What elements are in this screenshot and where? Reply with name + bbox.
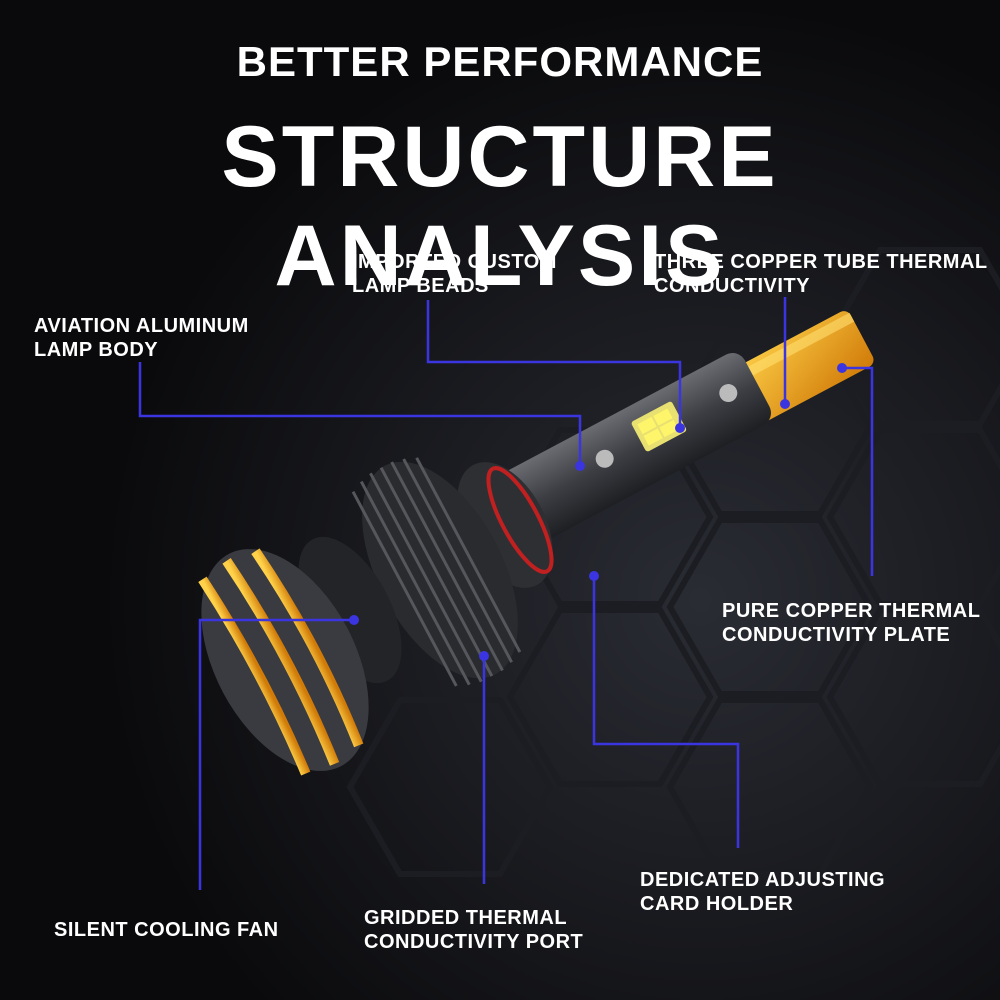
label-imported-lamp-beads: IMPORTED CUSTOM LAMP BEADS xyxy=(352,251,557,297)
subtitle: BETTER PERFORMANCE xyxy=(236,38,764,85)
label-three-copper-tube: THREE COPPER TUBE THERMAL CONDUCTIVITY xyxy=(654,251,988,297)
page-title: STRUCTURE ANALYSIS xyxy=(221,109,779,304)
label-pure-copper-plate: PURE COPPER THERMAL CONDUCTIVITY PLATE xyxy=(722,600,981,646)
label-adjusting-card-holder: DEDICATED ADJUSTING CARD HOLDER xyxy=(640,869,886,915)
label-silent-cooling-fan: SILENT COOLING FAN xyxy=(54,919,279,941)
label-gridded-thermal-port: GRIDDED THERMAL CONDUCTIVITY PORT xyxy=(364,907,584,953)
label-aviation-aluminum-body: AVIATION ALUMINUM LAMP BODY xyxy=(34,315,249,361)
